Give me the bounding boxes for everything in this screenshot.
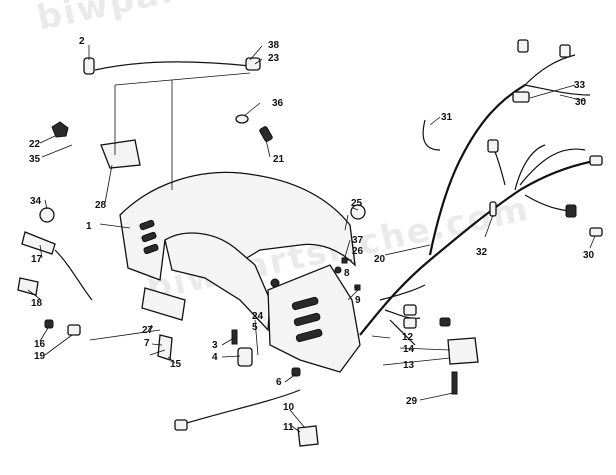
callout-29: 29 <box>406 396 418 407</box>
leader-lines <box>27 45 596 433</box>
callout-28: 28 <box>95 200 107 211</box>
callout-25: 25 <box>351 198 363 209</box>
callout-15: 15 <box>170 359 182 370</box>
callout-31: 31 <box>441 112 453 123</box>
panel-vents <box>291 296 323 343</box>
callout-13: 13 <box>403 360 415 371</box>
callout-21: 21 <box>273 154 285 165</box>
callout-23: 23 <box>268 53 280 64</box>
callout-33: 33 <box>574 80 586 91</box>
callout-24: 24 <box>252 311 264 322</box>
callout-6: 6 <box>276 377 282 388</box>
callout-19: 19 <box>34 351 46 362</box>
callout-numbers: 1 2 3 4 5 6 7 8 9 10 11 12 13 14 15 16 1… <box>29 36 595 433</box>
callout-7: 7 <box>144 338 150 349</box>
callout-30-upper: 30 <box>575 97 587 108</box>
callout-8: 8 <box>344 268 350 279</box>
callout-18: 18 <box>31 298 43 309</box>
callout-3: 3 <box>212 340 218 351</box>
callout-38: 38 <box>268 40 280 51</box>
watermark-text: biwpartsriche.com <box>34 0 423 39</box>
callout-30-lower: 30 <box>583 250 595 261</box>
callout-22: 22 <box>29 139 41 150</box>
callout-16: 16 <box>34 339 46 350</box>
center-parts <box>174 204 366 447</box>
callout-4: 4 <box>212 352 218 363</box>
callout-12: 12 <box>402 332 414 343</box>
callout-32: 32 <box>476 247 488 258</box>
callout-34: 34 <box>30 196 42 207</box>
callout-5: 5 <box>252 322 258 333</box>
callout-1: 1 <box>86 221 92 232</box>
upper-parts <box>51 57 273 169</box>
callout-26: 26 <box>352 246 364 257</box>
console-housing <box>119 171 356 332</box>
callout-27: 27 <box>142 325 154 336</box>
housing-vents <box>139 219 159 255</box>
callout-9: 9 <box>355 295 361 306</box>
callout-17: 17 <box>31 254 43 265</box>
callout-10: 10 <box>283 402 295 413</box>
callout-11: 11 <box>283 422 294 433</box>
callout-37: 37 <box>352 235 364 246</box>
callout-2: 2 <box>79 36 85 47</box>
left-parts <box>17 207 186 361</box>
callout-20: 20 <box>374 254 386 265</box>
lower-panel <box>267 264 361 373</box>
wiring-harness <box>359 39 603 395</box>
callout-36: 36 <box>272 98 284 109</box>
callout-35: 35 <box>29 154 41 165</box>
callout-14: 14 <box>403 344 415 355</box>
